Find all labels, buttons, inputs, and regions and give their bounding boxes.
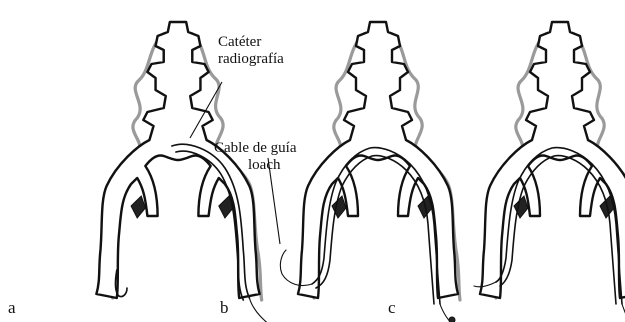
catheter-label: Catéter radiografía <box>218 34 284 68</box>
panel-label-c: c <box>388 298 396 318</box>
catheter-label-line2: radiografía <box>218 51 284 68</box>
panel-b-vessel <box>280 22 460 322</box>
panel-c-vessel <box>474 22 625 322</box>
panel-label-a: a <box>8 298 16 318</box>
guidewire-label-line2: loach <box>214 157 296 174</box>
guidewire-label: Cable de guía loach <box>214 140 296 174</box>
panel-label-b: b <box>220 298 229 318</box>
catheter-label-line1: Catéter <box>218 34 284 51</box>
guidewire-label-line1: Cable de guía <box>214 140 296 157</box>
